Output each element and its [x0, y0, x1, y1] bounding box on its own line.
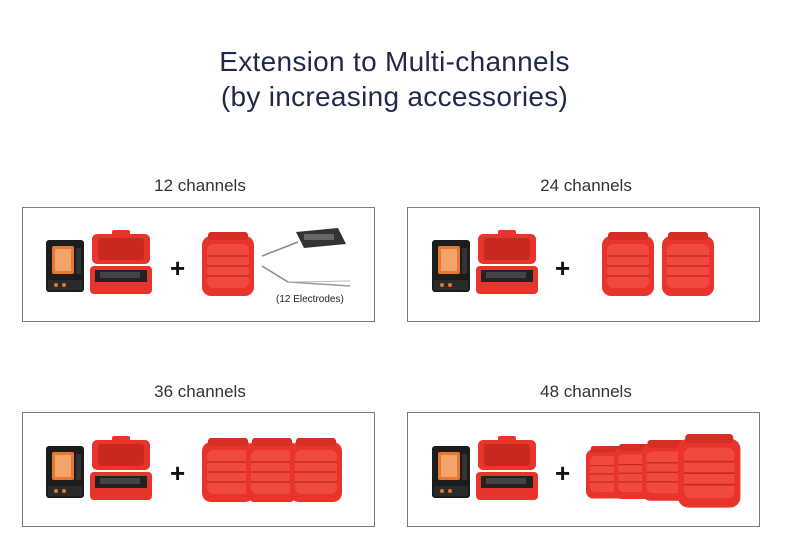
panel-label-12: 12 channels	[154, 176, 246, 195]
open-case-icon	[90, 230, 152, 294]
resistivity-device-icon	[46, 240, 84, 292]
accessory-case-icon	[661, 231, 715, 297]
resistivity-device-icon	[432, 446, 470, 498]
accessory-case-icon	[201, 231, 255, 297]
resistivity-device-icon	[46, 446, 84, 498]
title-line-2: (by increasing accessories)	[220, 81, 569, 112]
accessory-case-icon	[601, 231, 655, 297]
open-case-icon	[90, 436, 152, 500]
open-case-icon	[476, 436, 538, 500]
panel-label-36: 36 channels	[154, 382, 246, 401]
open-case-icon	[476, 230, 538, 294]
plus-sign: +	[555, 458, 571, 488]
panel-label-24: 24 channels	[540, 176, 632, 195]
panel-label-48: 48 channels	[540, 382, 632, 401]
plus-sign: +	[170, 458, 186, 488]
page-title: Extension to Multi-channels (by increasi…	[0, 44, 789, 114]
plus-sign: +	[555, 253, 571, 283]
accessory-case-icon	[677, 433, 742, 509]
plus-sign: +	[170, 253, 186, 283]
electrode-cable-icon	[261, 228, 351, 287]
accessory-case-icon	[289, 437, 343, 503]
title-line-1: Extension to Multi-channels	[219, 46, 570, 77]
resistivity-device-icon	[432, 240, 470, 292]
electrodes-label: (12 Electrodes)	[276, 294, 344, 305]
